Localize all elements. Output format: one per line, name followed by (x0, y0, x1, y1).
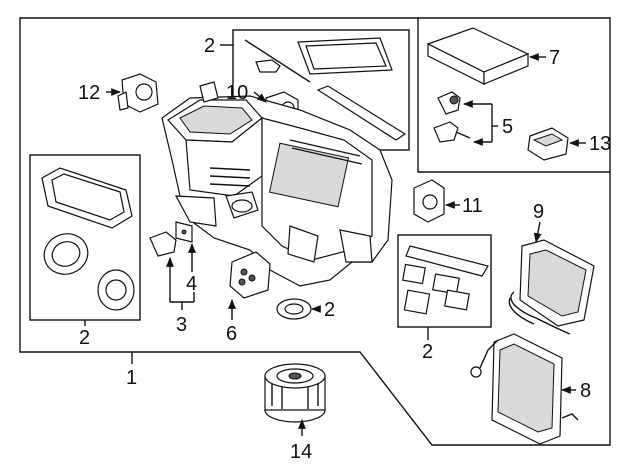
heater-core (508, 239, 595, 335)
callout-13: 13 (589, 133, 611, 155)
hvac-case-housing (161, 81, 393, 287)
callout-5: 5 (502, 116, 513, 138)
seal-kit-box-right (397, 234, 492, 328)
callout-11: 11 (462, 195, 483, 217)
callout-2-center: 2 (324, 299, 335, 321)
seal-parts-right (402, 245, 489, 315)
seal-ring (276, 298, 312, 320)
callout-8: 8 (580, 380, 591, 402)
wiring-connector-block (229, 251, 271, 299)
electrical-connector (527, 127, 569, 161)
callout-4: 4 (186, 273, 197, 295)
blower-resistor (149, 231, 177, 257)
seal-strip-parts-top (244, 37, 407, 141)
evaporator-core (470, 333, 579, 445)
leader-lines (84, 44, 586, 436)
actuator-11 (413, 179, 445, 223)
blower-motor (264, 363, 326, 423)
callout-6: 6 (226, 323, 237, 345)
callout-14: 14 (290, 441, 312, 463)
resistor-gasket (175, 221, 193, 243)
callout-3: 3 (176, 314, 187, 336)
actuator-12 (117, 73, 159, 113)
temperature-sensors (433, 91, 471, 143)
callout-2-top: 2 (204, 35, 215, 57)
cabin-air-filter (426, 27, 530, 85)
callout-1: 1 (126, 367, 137, 389)
callout-12: 12 (78, 82, 100, 104)
callout-7: 7 (549, 47, 560, 69)
callout-2-left: 2 (79, 327, 90, 349)
seal-parts-left (41, 167, 135, 311)
main-assembly-border (19, 17, 611, 446)
callout-2-right: 2 (422, 341, 433, 363)
upper-right-group-border (418, 17, 611, 172)
callout-10: 10 (226, 82, 248, 104)
callout-9: 9 (533, 201, 544, 223)
